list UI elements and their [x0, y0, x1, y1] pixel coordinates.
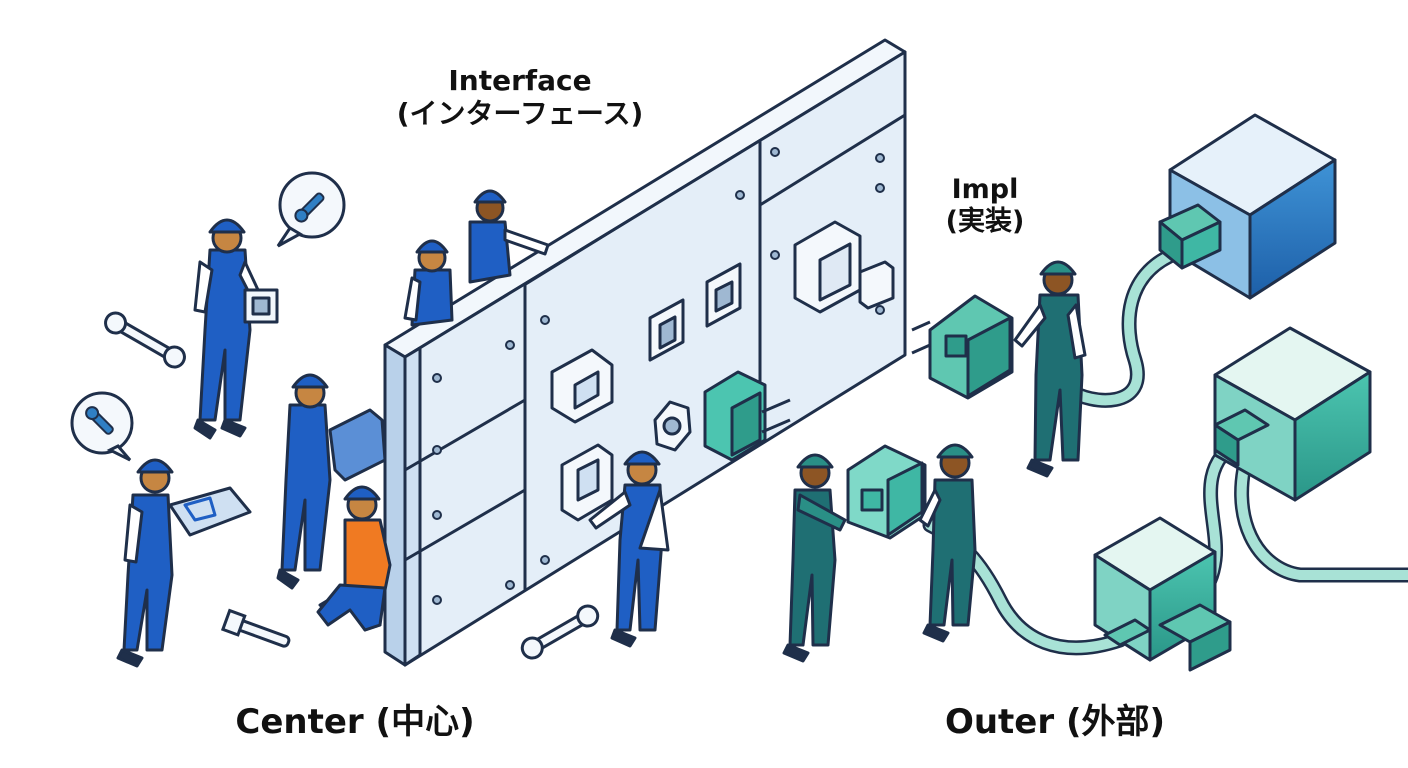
worker-panel-top-1: [403, 239, 454, 327]
speech-bubble-icon: [70, 391, 134, 462]
worker-panel-front: [588, 450, 670, 648]
interface-subtitle: (インターフェース): [396, 97, 644, 131]
speech-bubble-icon: [276, 171, 346, 248]
impl-subtitle: (実装): [945, 205, 1025, 237]
outer-text: Outer (外部): [944, 702, 1166, 742]
worker-center-2: [276, 373, 387, 590]
interface-title: Interface: [448, 64, 592, 97]
wrench-icon: [104, 311, 186, 369]
worker-outer-2: [782, 453, 847, 663]
socket-icon: [653, 400, 692, 452]
interface-label: Interface (インターフェース): [370, 64, 670, 130]
worker-outer-3: [918, 443, 977, 643]
center-text: Center (中心): [235, 702, 475, 742]
worker-center-3: [116, 458, 252, 668]
socket-icon: [560, 443, 614, 522]
impl-plug-large: [911, 294, 1014, 400]
wrench-icon: [85, 406, 114, 435]
worker-outer-1: [1013, 260, 1087, 478]
module-cube-teal-small: [1093, 516, 1232, 672]
impl-plug-held: [846, 444, 927, 540]
wrench-icon: [220, 608, 291, 648]
center-label: Center (中心): [205, 702, 505, 742]
socket-icon: [705, 262, 742, 328]
wrench-icon: [294, 192, 325, 223]
plug-icon: [703, 370, 791, 462]
module-cube-blue: [1158, 113, 1337, 300]
outer-label: Outer (外部): [920, 702, 1190, 742]
socket-icon: [550, 348, 614, 424]
worker-center-1: [193, 218, 279, 440]
impl-title: Impl: [951, 174, 1019, 205]
plug-icon: [793, 220, 895, 314]
interface-panel: [383, 38, 907, 667]
socket-icon: [648, 298, 685, 362]
worker-panel-top-2: [468, 189, 550, 284]
impl-label: Impl (実装): [915, 174, 1055, 238]
worker-center-kneeling: [316, 485, 392, 632]
module-cube-teal-large: [1213, 326, 1372, 502]
wrench-icon: [520, 604, 600, 660]
